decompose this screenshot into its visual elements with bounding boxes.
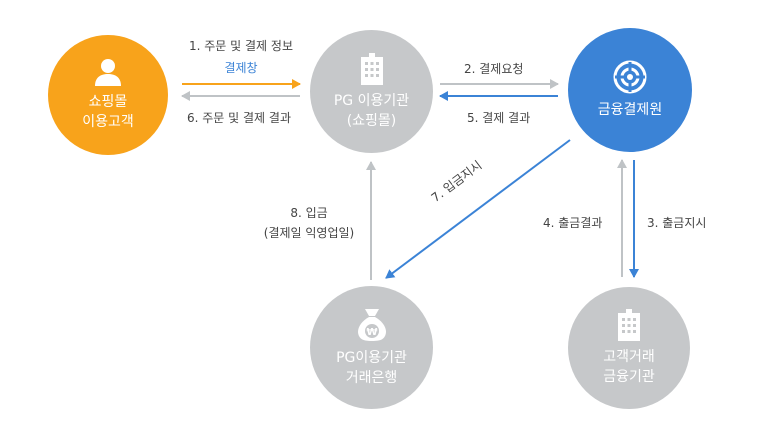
node-customer-bank: 고객거래 금융기관 [568, 287, 690, 409]
node-bank-line2: 거래은행 [345, 369, 398, 386]
step-2-label: 2. 결제요청 [464, 62, 524, 76]
node-bank-line1: PG이용기관 [336, 349, 407, 366]
node-shopping-customer: 쇼핑몰 이용고객 [48, 35, 168, 155]
step-1-label: 1. 주문 및 결제 정보 결제창 [186, 38, 296, 76]
money-bag-icon: ₩ [357, 308, 386, 341]
step-6-label: 6. 주문 및 결제 결과 [187, 111, 291, 125]
node-custbank-line1: 고객거래 [603, 349, 655, 365]
node-pg-line2: (쇼핑몰) [346, 112, 397, 129]
step-8-subtext: (결제일 익영업일) [263, 226, 355, 240]
node-kftc: 금융결제원 [568, 28, 692, 152]
person-icon [95, 59, 121, 86]
step-4-label: 4. 출금결과 [543, 216, 603, 230]
node-fin-line1: 금융결제원 [597, 102, 663, 118]
step-8-label: 8. 입금 (결제일 익영업일) [254, 205, 364, 241]
node-customer-line2: 이용고객 [82, 114, 134, 130]
node-pg-line1: PG 이용기관 [333, 92, 410, 109]
node-custbank-line2: 금융기관 [603, 369, 655, 385]
arrow-step-7 [385, 139, 571, 279]
node-customer-line1: 쇼핑몰 [88, 94, 128, 110]
step-1-subtext: 결제창 [224, 61, 258, 75]
building-icon [360, 52, 383, 85]
node-pg-bank: ₩ PG이용기관 거래은행 [310, 286, 433, 409]
node-pg-merchant: PG 이용기관 (쇼핑몰) [310, 30, 433, 153]
building-icon [618, 309, 640, 341]
step-3-label: 3. 출금지시 [647, 216, 707, 230]
step-1-text: 1. 주문 및 결제 정보 [189, 39, 293, 53]
globe-logo-icon [613, 60, 647, 94]
svg-text:₩: ₩ [366, 327, 377, 338]
step-8-text: 8. 입금 [290, 206, 328, 220]
step-5-label: 5. 결제 결과 [467, 111, 531, 125]
